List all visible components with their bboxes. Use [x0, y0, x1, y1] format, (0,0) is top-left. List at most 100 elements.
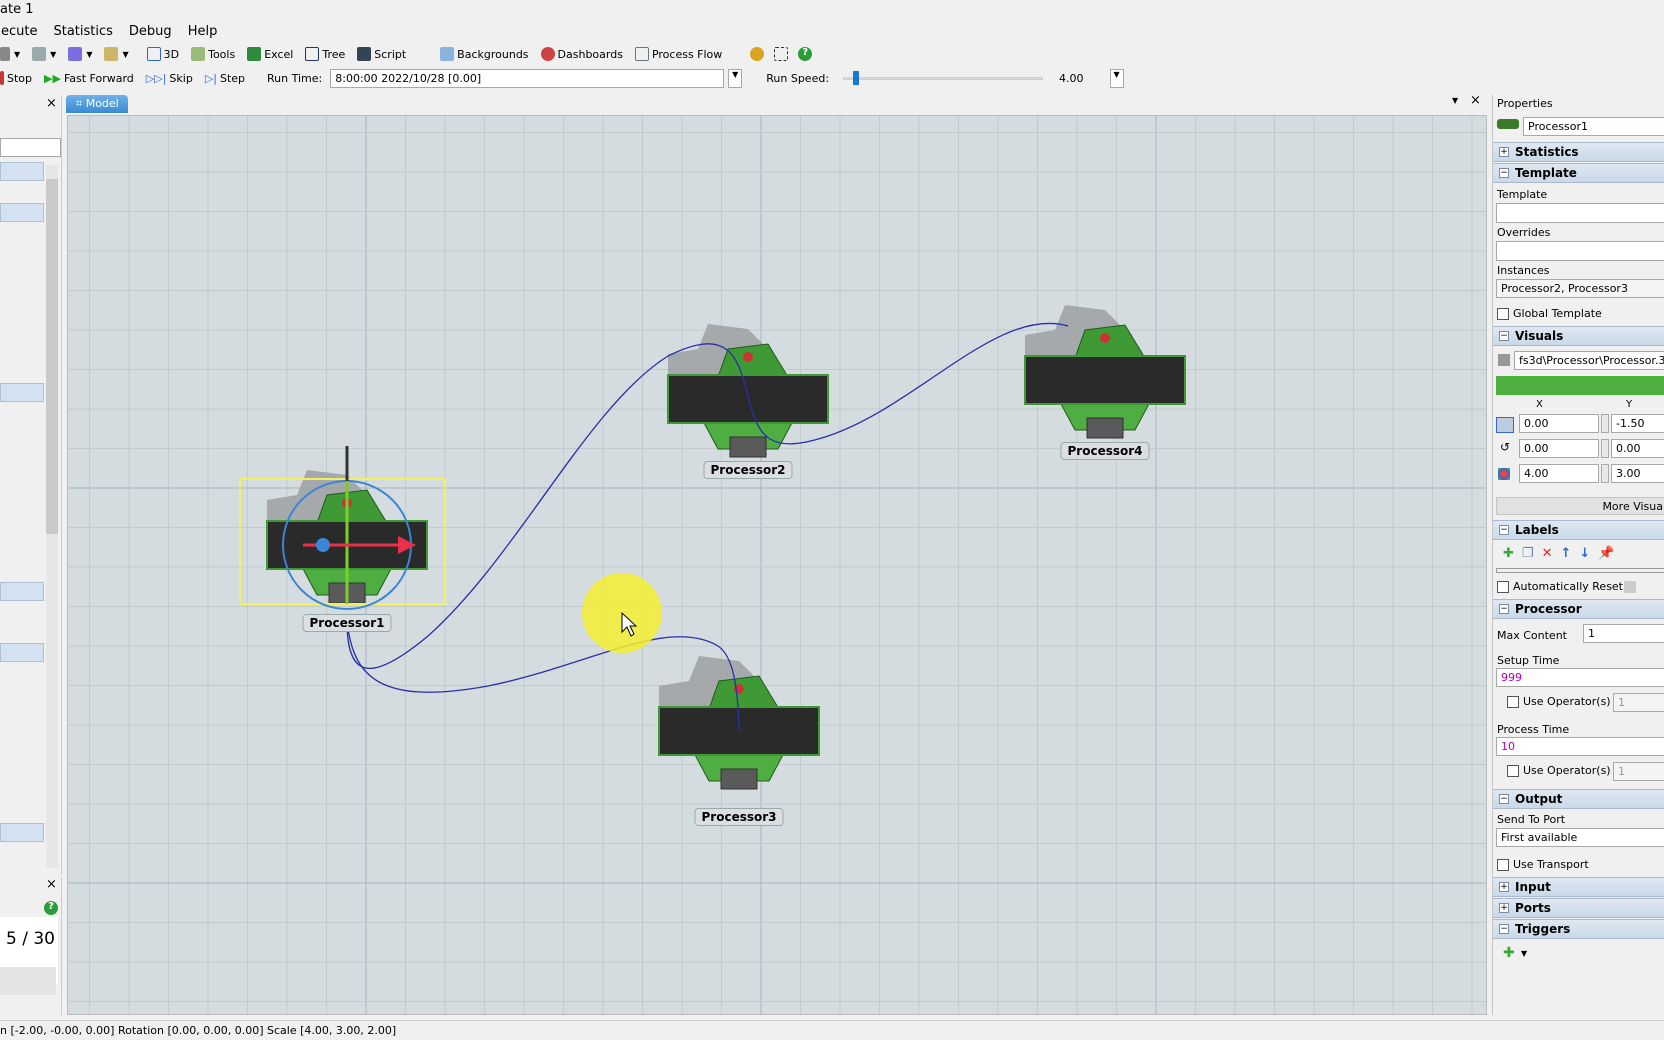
object-label-processor4[interactable]: Processor4 [1060, 442, 1150, 460]
help-icon[interactable]: ? [44, 901, 58, 915]
left-bottom-panel: × ? 5 / 30 [0, 877, 62, 1015]
script-button[interactable]: Script [357, 47, 406, 61]
gizmo-handle [316, 538, 330, 552]
fast-forward-button[interactable]: ▶▶Fast Forward [44, 71, 134, 85]
left-panel-row[interactable] [0, 582, 44, 601]
settings-gear-icon[interactable] [750, 47, 765, 61]
run-time-dropdown[interactable]: ▼ [728, 68, 743, 88]
send-to-port-field[interactable]: First available [1496, 828, 1664, 847]
add-icon[interactable]: ✚ [1503, 546, 1514, 561]
rotation-y-field[interactable]: 0.00 [1611, 439, 1664, 458]
global-template-checkbox[interactable]: Global Template [1497, 307, 1602, 320]
setup-use-operators-checkbox[interactable]: Use Operator(s) [1507, 695, 1611, 708]
chevron-down-icon[interactable]: ▼ [1521, 949, 1528, 958]
position-y-field[interactable]: -1.50 [1611, 414, 1664, 433]
section-output[interactable]: −Output [1493, 789, 1664, 809]
send-to-port-label: Send To Port [1497, 813, 1566, 826]
skip-button[interactable]: ▷▷|Skip [145, 71, 193, 85]
tools-button[interactable]: Tools [191, 47, 235, 61]
object-label-processor2[interactable]: Processor2 [703, 461, 793, 479]
automatically-reset-checkbox[interactable]: Automatically Reset [1497, 580, 1623, 593]
tree-button[interactable]: Tree [305, 47, 345, 61]
dashboards-button[interactable]: Dashboards [540, 47, 623, 61]
section-statistics[interactable]: +Statistics [1493, 142, 1664, 162]
scale-y-field[interactable]: 3.00 [1611, 464, 1664, 483]
tab-model[interactable]: ⌗ Model [66, 95, 128, 113]
scale-x-field[interactable]: 4.00 [1519, 464, 1599, 483]
close-icon[interactable]: × [46, 877, 57, 892]
left-panel-row[interactable] [0, 643, 44, 662]
connect-icon[interactable] [32, 47, 47, 61]
arrow-down-icon[interactable]: ↓ [1579, 546, 1591, 561]
model-3d-view[interactable]: Processor1 Processor2 Processor3 Process… [67, 115, 1487, 1015]
section-template[interactable]: −Template [1493, 163, 1664, 183]
section-processor[interactable]: −Processor [1493, 599, 1664, 619]
instances-label: Instances [1497, 264, 1550, 277]
processor-body [717, 343, 789, 378]
spinner[interactable] [1601, 464, 1609, 483]
save-icon[interactable] [1624, 581, 1636, 593]
object-label-processor1[interactable]: Processor1 [302, 614, 392, 632]
more-visuals-button[interactable]: More Visua [1496, 497, 1664, 515]
position-icon [1496, 417, 1514, 433]
menu-help[interactable]: Help [187, 24, 218, 39]
object-name-field[interactable]: Processor1 [1523, 117, 1664, 136]
rotation-x-field[interactable]: 0.00 [1519, 439, 1599, 458]
excel-button[interactable]: Excel [247, 47, 293, 61]
slider-thumb[interactable] [853, 71, 860, 85]
left-panel-row[interactable] [0, 823, 44, 842]
view-icon[interactable] [104, 47, 119, 61]
color-icon[interactable] [68, 47, 83, 61]
run-speed-dropdown[interactable]: ▼ [1109, 68, 1124, 88]
stop-button[interactable]: Stop [0, 71, 32, 85]
menu-debug[interactable]: Debug [128, 24, 172, 39]
left-panel-row[interactable] [0, 203, 44, 222]
toolbar-icon[interactable] [0, 47, 10, 61]
left-panel-row[interactable] [0, 383, 44, 402]
delete-icon[interactable]: ✕ [1541, 546, 1553, 561]
use-transport-checkbox[interactable]: Use Transport [1497, 858, 1589, 871]
process-use-operators-checkbox[interactable]: Use Operator(s) [1507, 764, 1611, 777]
section-input[interactable]: +Input [1493, 877, 1664, 897]
left-panel-row[interactable] [0, 162, 44, 181]
section-labels[interactable]: −Labels [1493, 520, 1664, 540]
position-x-field[interactable]: 0.00 [1519, 414, 1599, 433]
help-icon[interactable]: ? [798, 47, 813, 61]
section-ports[interactable]: +Ports [1493, 898, 1664, 918]
close-icon[interactable]: × [1470, 93, 1481, 108]
menu-execute[interactable]: ecute [1, 24, 38, 39]
spinner[interactable] [1601, 439, 1609, 458]
left-scrollbar[interactable] [46, 165, 58, 868]
run-time-field[interactable]: 8:00:00 2022/10/28 [0.00] [330, 68, 725, 88]
3d-button[interactable]: 3D [146, 47, 179, 61]
object-label-processor3[interactable]: Processor3 [694, 808, 784, 826]
left-search-field[interactable] [0, 138, 61, 157]
layout-icon[interactable] [774, 47, 789, 61]
model-canvas[interactable] [68, 116, 1487, 1015]
menu-statistics[interactable]: Statistics [53, 24, 113, 39]
arrow-up-icon[interactable]: ↑ [1560, 546, 1572, 561]
shape-file-field[interactable]: fs3d\Processor\Processor.3ds [1514, 351, 1664, 370]
section-triggers[interactable]: −Triggers [1493, 919, 1664, 939]
section-visuals[interactable]: −Visuals [1493, 326, 1664, 346]
color-swatch[interactable] [1496, 376, 1664, 395]
setup-time-label: Setup Time [1497, 654, 1560, 667]
process-operators-count: 1 [1613, 762, 1664, 781]
pin-icon[interactable]: 📌 [1598, 546, 1615, 561]
setup-time-field[interactable]: 999 [1496, 668, 1664, 687]
process-flow-button[interactable]: Process Flow [634, 47, 722, 61]
conveyor-belt [667, 374, 829, 424]
close-icon[interactable]: × [46, 96, 57, 111]
template-field[interactable] [1496, 203, 1664, 223]
step-button[interactable]: ▷|Step [204, 71, 246, 85]
add-trigger-icon[interactable]: ✚ [1503, 945, 1515, 961]
max-content-field[interactable]: 1 [1583, 624, 1664, 643]
process-time-field[interactable]: 10 [1496, 737, 1664, 756]
copy-icon[interactable]: ❐ [1521, 546, 1534, 561]
run-speed-slider[interactable] [843, 70, 1044, 86]
tab-dropdown-icon[interactable]: ▼ [1452, 96, 1459, 105]
x-header: X [1536, 399, 1543, 410]
spinner[interactable] [1601, 414, 1609, 433]
overrides-field[interactable] [1496, 241, 1664, 261]
backgrounds-button[interactable]: Backgrounds [440, 47, 529, 61]
